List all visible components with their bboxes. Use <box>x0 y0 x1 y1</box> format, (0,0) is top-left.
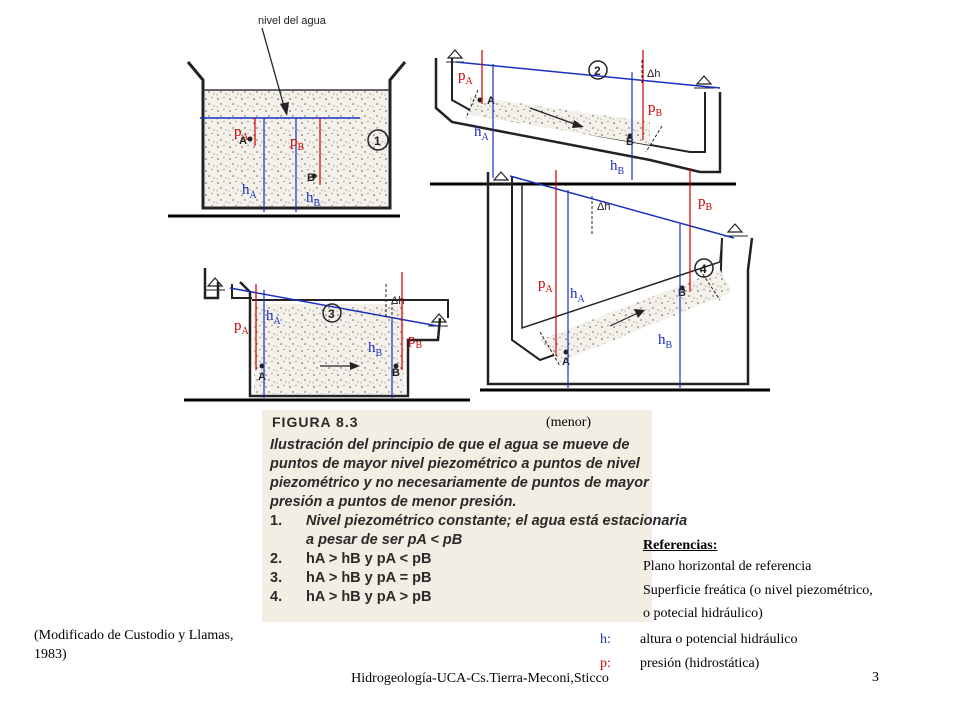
references-title: Referencias: <box>643 538 718 553</box>
hB-label: hB <box>306 190 321 209</box>
delta-h: Δh <box>391 295 404 307</box>
source-credit: (Modificado de Custodio y Llamas, 1983) <box>34 628 234 662</box>
point-a: A <box>239 135 247 147</box>
tank-1: nivel del agua 1 A B pA pB hA hB <box>168 15 407 218</box>
ref-p-key: p: <box>600 656 611 671</box>
tank-number: 4 <box>700 262 707 276</box>
hA-label: hA <box>266 308 282 327</box>
case-item-continuation: a pesar de ser pA < pB <box>306 532 463 548</box>
ref-water-table-cont: o potecial hidráulico) <box>643 606 763 621</box>
pB-label: pB <box>698 194 713 213</box>
pB-label: pB <box>290 134 305 153</box>
point-b: B <box>626 136 634 148</box>
hA-label: hA <box>242 182 258 201</box>
tank-4: 4 Δh A B pA pB hA hB <box>480 168 770 392</box>
case-item: 4.hA > hB y pA > pB <box>270 589 432 605</box>
tank-number: 1 <box>374 134 381 148</box>
case-item: 2.hA > hB y pA < pB <box>270 551 432 567</box>
hA-label: hA <box>474 124 490 143</box>
hB-label: hB <box>368 340 383 359</box>
tank-3: 3 Δh A B pA pB hA hB <box>184 268 470 402</box>
figure-description: Ilustración del principio de que el agua… <box>270 437 649 510</box>
ref-water-table: Superficie freática (o nivel piezométric… <box>643 583 873 598</box>
tank-number: 2 <box>594 64 601 78</box>
ref-horizontal-plane: Plano horizontal de referencia <box>643 559 812 574</box>
pA-label: pA <box>538 276 554 295</box>
pA-label: pA <box>458 68 474 87</box>
point-a: A <box>487 95 495 107</box>
figure-caption-box <box>262 410 652 622</box>
point-b: B <box>307 172 315 184</box>
figure-title: FIGURA 8.3 <box>272 414 359 430</box>
ref-h-key: h: <box>600 632 611 647</box>
menor-annotation: (menor) <box>546 415 592 430</box>
ref-h-text: altura o potencial hidráulico <box>640 632 798 647</box>
water-level-label: nivel del agua <box>258 15 327 27</box>
case-item: 3.hA > hB y pA = pB <box>270 570 432 586</box>
ref-p-text: presión (hidrostática) <box>640 656 760 671</box>
delta-h: Δh <box>647 68 660 80</box>
tank-number: 3 <box>328 307 335 321</box>
pA-label: pA <box>234 318 250 337</box>
point-b: B <box>678 287 686 299</box>
point-a: A <box>258 371 266 383</box>
page-number: 3 <box>872 670 879 685</box>
pA-label: pA <box>234 124 250 143</box>
case-item: 1.Nivel piezométrico constante; el agua … <box>270 513 688 529</box>
pB-label: pB <box>408 332 423 351</box>
delta-h: Δh <box>597 201 610 213</box>
point-b: B <box>392 367 400 379</box>
hB-label: hB <box>610 158 625 177</box>
figure-case-list: 1.Nivel piezométrico constante; el agua … <box>270 512 688 607</box>
tank-2: 2 Δh A B pA pB hA hB <box>430 49 736 186</box>
point-a: A <box>562 356 570 368</box>
pB-label: pB <box>648 100 663 119</box>
slide-footer: Hidrogeología-UCA-Cs.Tierra-Meconi,Sticc… <box>351 671 609 686</box>
hA-label: hA <box>570 286 586 305</box>
hB-label: hB <box>658 332 673 351</box>
